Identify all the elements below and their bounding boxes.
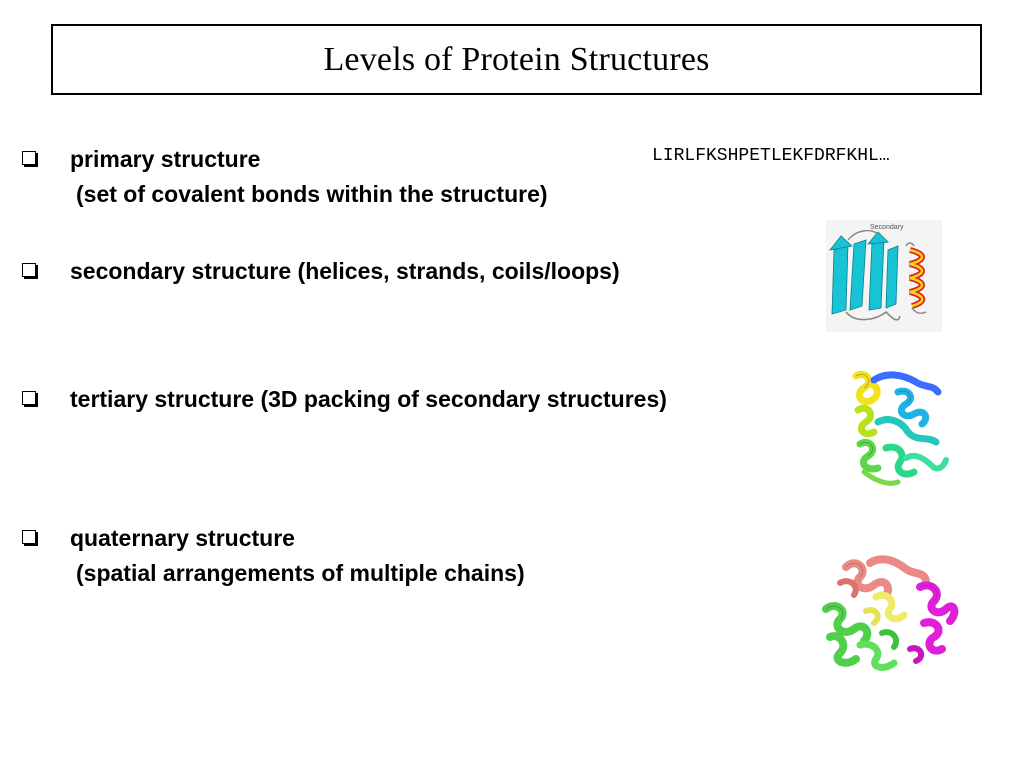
secondary-figure-label: Secondary: [870, 224, 904, 231]
title-box: Levels of Protein Structures: [51, 24, 982, 95]
bullet-quaternary-sub: (spatial arrangements of multiple chains…: [76, 560, 525, 586]
checkbox-bullet-icon: [22, 391, 36, 405]
slide-title: Levels of Protein Structures: [323, 40, 710, 78]
secondary-structure-image: Secondary: [826, 220, 942, 332]
checkbox-bullet-icon: [22, 151, 36, 165]
tertiary-structure-image: [852, 371, 949, 486]
checkbox-bullet-icon: [22, 263, 36, 277]
checkbox-bullet-icon: [22, 530, 36, 544]
bullet-quaternary-label: quaternary structure: [70, 525, 295, 551]
bullet-tertiary-label: tertiary structure (3D packing of second…: [70, 386, 667, 412]
quaternary-structure-image: [822, 555, 959, 671]
sequence-text: LIRLFKSHPETLEKFDRFKHL…: [652, 146, 890, 166]
bullet-primary-label: primary structure: [70, 146, 261, 172]
bullet-primary-sub: (set of covalent bonds within the struct…: [76, 181, 548, 207]
bullet-secondary-label: secondary structure (helices, strands, c…: [70, 258, 620, 284]
